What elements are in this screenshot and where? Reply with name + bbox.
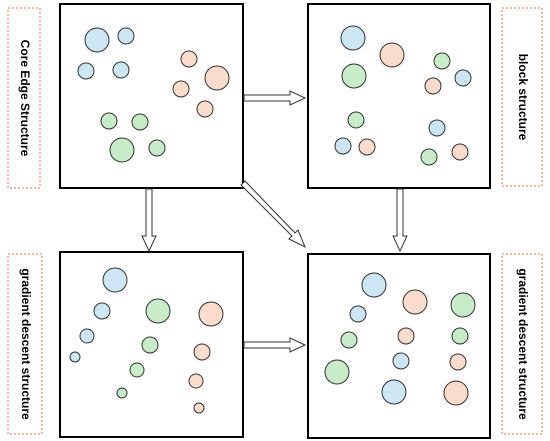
panel-block — [307, 3, 491, 189]
label-gradient-right-text: gradient descent structure — [516, 268, 530, 420]
arrow-diagonal — [240, 180, 306, 249]
label-block-text: block structure — [516, 54, 530, 141]
arrow-right-down — [392, 188, 408, 253]
panel-core-edge — [59, 3, 244, 189]
arrow-top-right — [243, 90, 307, 106]
label-gradient-left: gradient descent structure — [7, 253, 43, 435]
label-core-edge: Core Edge Structure — [7, 7, 41, 189]
panel-gradient-right — [307, 253, 491, 439]
panel-gradient-left — [59, 251, 244, 438]
label-block: block structure — [501, 7, 543, 187]
label-gradient-right: gradient descent structure — [501, 253, 543, 435]
arrow-left-down — [141, 188, 157, 253]
label-core-edge-text: Core Edge Structure — [18, 40, 32, 157]
arrow-bottom-right — [243, 337, 307, 353]
label-gradient-left-text: gradient descent structure — [19, 268, 33, 420]
